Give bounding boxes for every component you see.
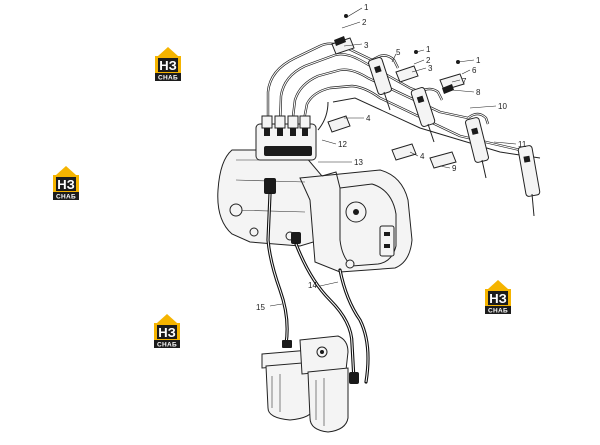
injector-1 xyxy=(368,56,392,111)
logo-mark: НЗ xyxy=(57,177,75,192)
watermark-logo: НЗ СНАБ xyxy=(154,314,180,349)
callout-2: 2 xyxy=(426,56,431,65)
callout-15: 15 xyxy=(256,303,265,312)
callout-1: 1 xyxy=(364,3,369,12)
callout-10: 10 xyxy=(498,102,507,111)
callout-3: 3 xyxy=(364,41,369,50)
callout-12: 12 xyxy=(338,140,347,149)
logo-caption: СНАБ xyxy=(56,194,76,201)
callout-8: 8 xyxy=(476,88,481,97)
callout-9: 9 xyxy=(452,164,457,173)
callout-1: 1 xyxy=(426,45,431,54)
callout-4: 4 xyxy=(366,114,371,123)
callout-2: 2 xyxy=(362,18,367,27)
callout-6: 6 xyxy=(472,66,477,75)
logo-mark: НЗ xyxy=(489,291,507,306)
injector-4 xyxy=(517,145,541,217)
callout-14: 14 xyxy=(308,281,317,290)
logo-caption: СНАБ xyxy=(488,308,508,315)
logo-caption: СНАБ xyxy=(158,75,178,82)
logo-mark: НЗ xyxy=(158,325,176,340)
callout-13: 13 xyxy=(354,158,363,167)
injector-3 xyxy=(465,117,489,179)
watermark-logo: НЗ СНАБ xyxy=(155,47,181,82)
injector-2 xyxy=(410,87,436,143)
injection-pump xyxy=(217,101,413,273)
logo-caption: СНАБ xyxy=(157,342,177,349)
logo-mark: НЗ xyxy=(159,58,177,73)
callouts: 1 2 3 5 1 2 3 1 6 7 8 4 10 12 11 4 13 xyxy=(256,3,527,312)
callout-7: 7 xyxy=(462,77,467,86)
fuel-filters xyxy=(261,335,349,433)
callout-11: 11 xyxy=(518,140,527,149)
callout-5: 5 xyxy=(396,48,401,57)
callout-4: 4 xyxy=(420,152,425,161)
callout-1: 1 xyxy=(476,56,481,65)
fuel-hoses xyxy=(266,192,370,384)
watermark-logo: НЗ СНАБ xyxy=(53,166,79,201)
callout-3: 3 xyxy=(428,64,433,73)
watermark-logo: НЗ СНАБ xyxy=(485,280,511,315)
